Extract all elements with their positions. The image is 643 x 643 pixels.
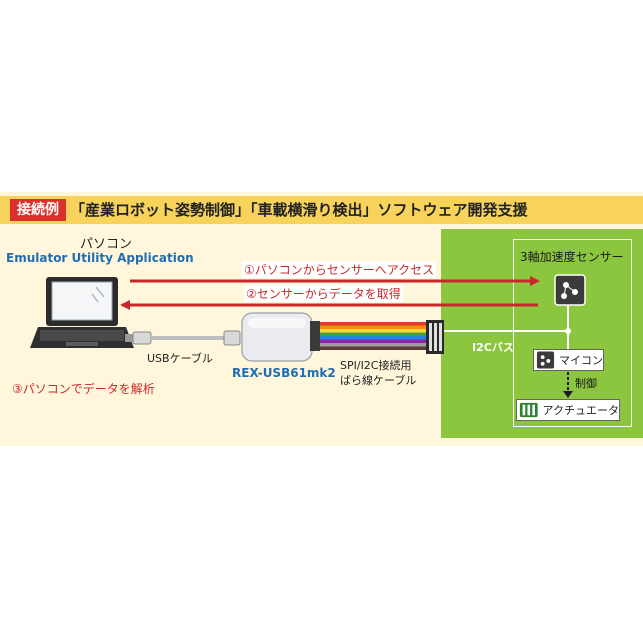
laptop-icon — [30, 277, 134, 348]
title-badge: 接続例 — [10, 199, 66, 221]
analysis-label: ③パソコンでデータを解析 — [12, 382, 155, 396]
pc-label: パソコン — [80, 237, 133, 252]
actuator-icon — [519, 402, 538, 418]
usb-cable-label: USBケーブル — [147, 352, 213, 365]
mcu-box: マイコン — [533, 349, 604, 371]
mcu-label: マイコン — [559, 354, 603, 367]
title-text: 「産業ロボット姿勢制御」「車載横滑り検出」ソフトウェア開発支援 — [70, 201, 528, 219]
control-arrow — [563, 372, 573, 398]
actuator-box: アクチュエータ — [516, 399, 620, 421]
sensor-chip-icon — [554, 274, 586, 306]
mcu-chip-icon — [536, 351, 555, 369]
i2c-bus-label: I2Cバス — [472, 341, 514, 354]
device-label: REX-USB61mk2 — [232, 366, 336, 380]
arrow-to-pc-label: ②センサーからデータを取得 — [244, 285, 403, 302]
actuator-label: アクチュエータ — [542, 404, 619, 417]
ribbon-cable — [320, 320, 444, 354]
title-bar — [0, 196, 643, 224]
control-label: 制御 — [575, 377, 597, 390]
usb-cable — [125, 330, 241, 346]
target-inner-box — [513, 239, 632, 427]
spi-cable-label: SPI/I2C接続用 ばら線ケーブル — [340, 359, 417, 387]
app-name-label: Emulator Utility Application — [6, 251, 194, 265]
sensor-label: 3軸加速度センサー — [520, 250, 624, 264]
arrow-to-sensor-label: ①パソコンからセンサーへアクセス — [242, 261, 437, 278]
rex-device-icon — [241, 312, 320, 362]
